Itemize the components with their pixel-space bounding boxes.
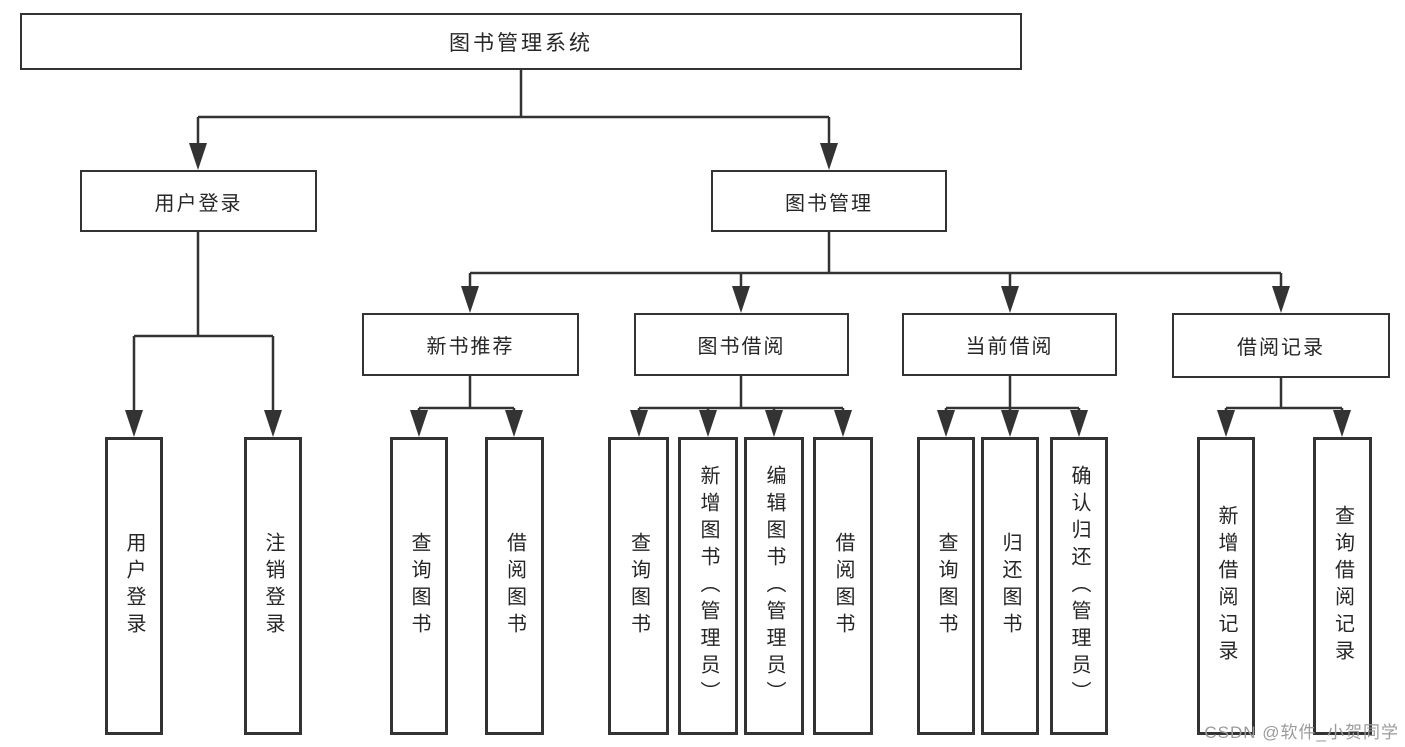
leaf-label: 查询借阅记录: [1331, 505, 1354, 667]
leaf-confirm-return-admin: 确认归还（管理员）: [1050, 437, 1108, 735]
arrowhead-icons: [125, 143, 1351, 437]
leaf-query-books-borrow: 查询图书: [608, 437, 669, 735]
leaf-borrow-books: 借阅图书: [813, 437, 873, 735]
leaf-add-borrow-record: 新增借阅记录: [1197, 437, 1255, 735]
leaf-label: 归还图书: [999, 532, 1021, 640]
node-current-borrowing: 当前借阅: [902, 313, 1117, 376]
leaf-query-borrow-record: 查询借阅记录: [1313, 437, 1372, 735]
leaf-label: 用户登录: [123, 532, 145, 640]
leaf-user-login: 用户登录: [105, 437, 163, 735]
node-root-system: 图书管理系统: [20, 13, 1022, 70]
leaf-label: 新增图书（管理员）: [697, 464, 719, 708]
leaf-label: 新增借阅记录: [1215, 505, 1237, 667]
leaf-edit-books-admin: 编辑图书（管理员）: [744, 437, 804, 735]
leaf-logout: 注销登录: [244, 437, 302, 735]
leaf-label: 查询图书: [935, 532, 957, 640]
leaf-add-books-admin: 新增图书（管理员）: [678, 437, 738, 735]
leaf-label: 编辑图书（管理员）: [763, 464, 785, 708]
node-new-book-recommend: 新书推荐: [362, 313, 579, 376]
leaf-label: 借阅图书: [503, 532, 526, 640]
leaf-borrow-books-rec: 借阅图书: [485, 437, 544, 735]
node-book-management: 图书管理: [711, 170, 947, 232]
csdn-watermark: CSDN @软件_小贺同学: [1204, 723, 1399, 742]
leaf-query-books-rec: 查询图书: [390, 437, 448, 735]
leaf-label: 注销登录: [262, 532, 284, 640]
leaf-label: 确认归还（管理员）: [1068, 464, 1090, 708]
node-book-borrowing: 图书借阅: [634, 313, 849, 376]
leaf-query-books-current: 查询图书: [917, 437, 975, 735]
leaf-label: 查询图书: [627, 532, 650, 640]
node-user-login: 用户登录: [80, 170, 317, 232]
leaf-label: 借阅图书: [832, 532, 854, 640]
leaf-label: 查询图书: [408, 532, 430, 640]
node-borrow-records: 借阅记录: [1172, 313, 1390, 378]
leaf-return-books: 归还图书: [981, 437, 1039, 735]
